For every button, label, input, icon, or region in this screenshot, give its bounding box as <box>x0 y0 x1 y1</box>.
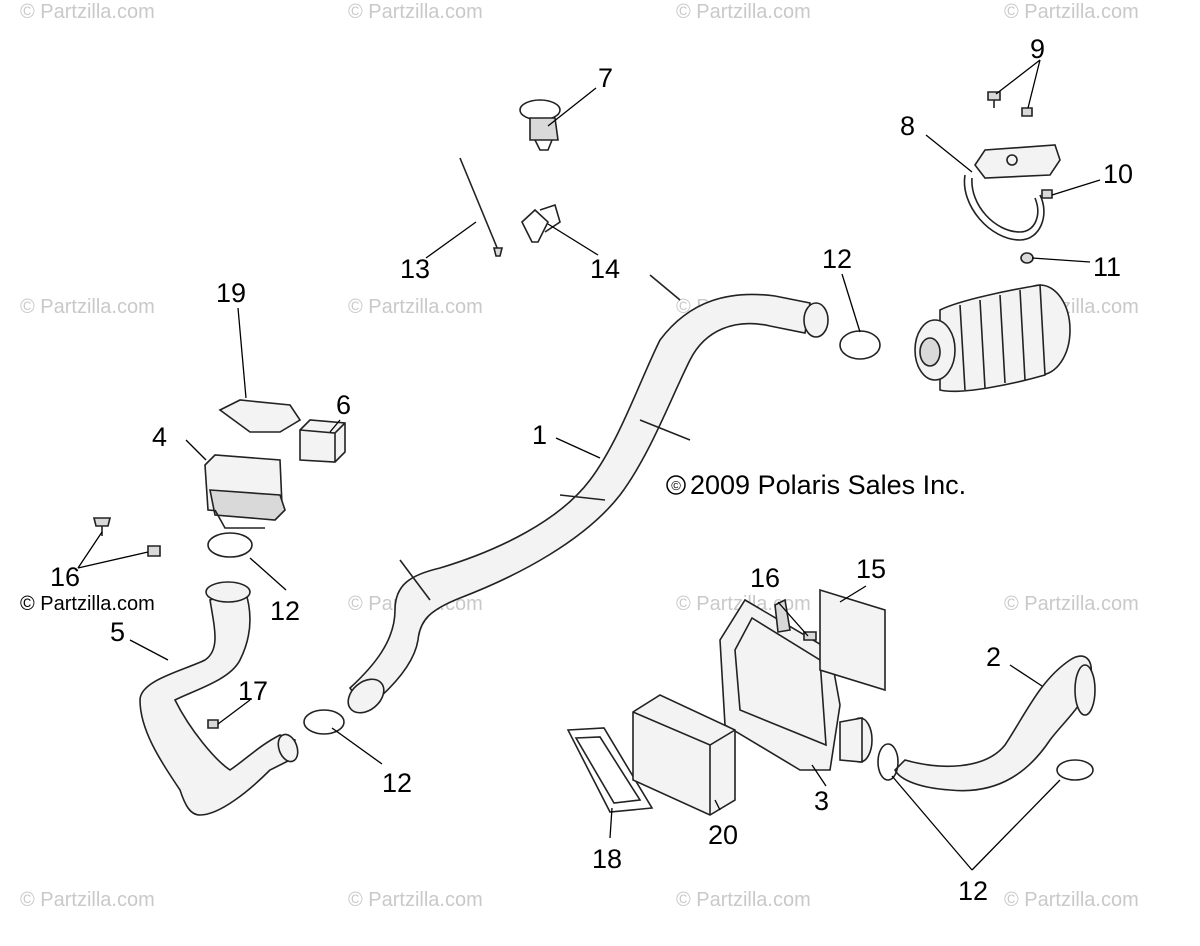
callout-3: 3 <box>814 786 829 816</box>
callout-2: 2 <box>986 642 1001 672</box>
watermark: © Partzilla.com <box>348 296 483 318</box>
watermark: © Partzilla.com <box>20 1 155 23</box>
strap-tie-part-13 <box>459 157 504 257</box>
callout-17: 17 <box>238 676 268 706</box>
callout-5: 5 <box>110 617 125 647</box>
callout-20: 20 <box>708 820 738 850</box>
callout-16: 16 <box>50 562 80 592</box>
copyright-symbol: © <box>671 478 681 493</box>
airbox-cover-part-4 <box>204 454 286 529</box>
callout-9: 9 <box>1030 34 1045 64</box>
airbox-housing-part-3 <box>719 598 873 771</box>
outlet-duct-part-2 <box>894 655 1096 792</box>
watermark: © Partzilla.com <box>348 1 483 23</box>
callouts: 7 9 8 10 11 12 13 14 19 6 4 1 16 12 5 17… <box>50 34 1133 906</box>
callout-11: 11 <box>1093 252 1121 282</box>
callout-12: 12 <box>822 244 852 274</box>
copyright-text: 2009 Polaris Sales Inc. <box>690 470 966 500</box>
callout-14: 14 <box>590 254 620 284</box>
frame-gasket-part-18 <box>566 727 654 813</box>
foam-block-part-6 <box>299 419 346 463</box>
callout-12: 12 <box>958 876 988 906</box>
leader-lines <box>77 59 1101 871</box>
callout-7: 7 <box>598 63 613 93</box>
callout-16: 16 <box>750 563 780 593</box>
push-clip-part-14 <box>521 203 561 243</box>
watermark-dark: © Partzilla.com <box>20 593 155 615</box>
copyright-icon <box>666 475 686 495</box>
watermark: © Partzilla.com <box>1004 593 1139 615</box>
copyright-notice: © 2009 Polaris Sales Inc. <box>666 470 966 500</box>
air-filter <box>914 284 1071 393</box>
bracket-strap-part-8 <box>963 144 1061 241</box>
lower-intake-tube-part-5 <box>139 581 299 816</box>
callout-6: 6 <box>336 390 351 420</box>
callout-15: 15 <box>856 554 886 584</box>
watermark: © Partzilla.com <box>1004 889 1139 911</box>
callout-10: 10 <box>1103 159 1133 189</box>
intake-duct-part-1 <box>347 274 829 714</box>
watermark: © Partzilla.com <box>676 1 811 23</box>
callout-12: 12 <box>382 768 412 798</box>
watermark: © Partzilla.com <box>1004 1 1139 23</box>
filter-pad-part-19 <box>218 399 302 433</box>
callout-19: 19 <box>216 278 246 308</box>
watermark: © Partzilla.com <box>348 889 483 911</box>
callout-18: 18 <box>592 844 622 874</box>
foam-block-part-20 <box>632 694 736 816</box>
callout-4: 4 <box>152 422 167 452</box>
watermark: © Partzilla.com <box>20 889 155 911</box>
watermark: © Partzilla.com <box>20 296 155 318</box>
watermark: © Partzilla.com <box>676 889 811 911</box>
callout-1: 1 <box>532 420 547 450</box>
callout-12: 12 <box>270 596 300 626</box>
clamp-part-7 <box>519 99 561 151</box>
callout-13: 13 <box>400 254 430 284</box>
callout-8: 8 <box>900 111 915 141</box>
gasket-sheet-part-15 <box>819 588 886 692</box>
screws <box>92 517 817 729</box>
